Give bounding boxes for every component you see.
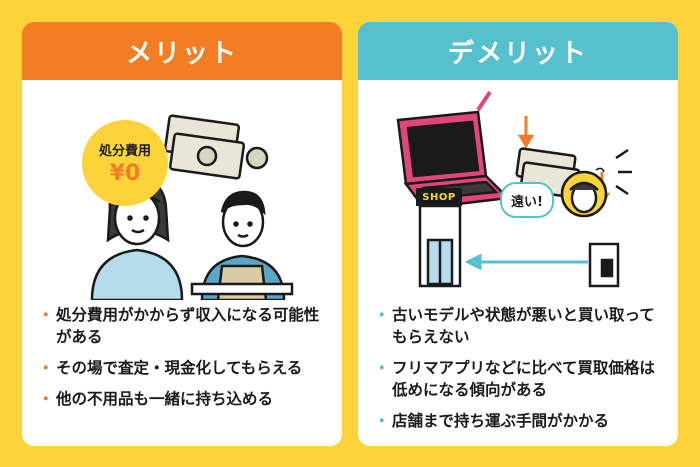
demerit-list: 古いモデルや状態が悪いと買い取ってもらえない フリマアプリなどに比べて買取価格は… bbox=[374, 304, 668, 441]
distance-arrow-icon bbox=[464, 253, 588, 271]
merit-list: 処分費用がかからず収入になる可能性がある その場で査定・現金化してもらえる 他の… bbox=[38, 304, 332, 419]
home-icon bbox=[588, 242, 620, 288]
merit-item: 他の不用品も一緒に持ち込める bbox=[38, 388, 332, 410]
merit-item: その場で査定・現金化してもらえる bbox=[38, 357, 332, 379]
merit-item: 処分費用がかからず収入になる可能性がある bbox=[38, 304, 332, 348]
coins-icon bbox=[245, 146, 269, 170]
disposal-fee-badge: 処分費用 ¥0 bbox=[82, 120, 168, 206]
badge-value: ¥0 bbox=[109, 161, 141, 186]
demerit-item: フリマアプリなどに比べて買取価格は低めになる傾向がある bbox=[374, 357, 668, 401]
demerit-header: デメリット bbox=[358, 22, 678, 80]
demerit-card: デメリット bbox=[358, 22, 678, 446]
far-speech-bubble: 遠い! bbox=[500, 182, 554, 218]
demerit-item: 古いモデルや状態が悪いと買い取ってもらえない bbox=[374, 304, 668, 348]
merit-card: メリット bbox=[22, 22, 342, 446]
demerit-item: 店舗まで持ち運ぶ手間がかかる bbox=[374, 410, 668, 432]
counter-icon bbox=[190, 282, 294, 296]
badge-label: 処分費用 bbox=[98, 144, 151, 159]
banknotes-icon bbox=[163, 114, 246, 180]
worried-person-icon bbox=[560, 167, 608, 218]
merit-illustration bbox=[90, 114, 294, 300]
shop-building-icon bbox=[418, 204, 462, 288]
merit-header: メリット bbox=[22, 22, 342, 80]
shop-sign: SHOP bbox=[416, 188, 462, 206]
